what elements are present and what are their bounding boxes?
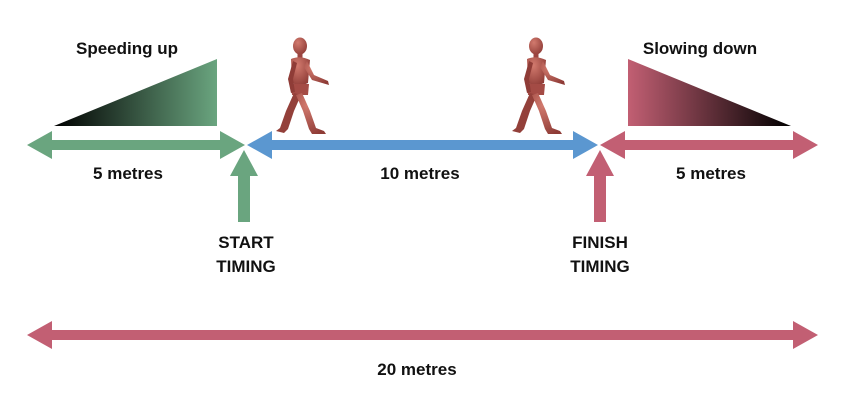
right-5m-arrow	[600, 131, 818, 159]
speeding-up-triangle	[54, 59, 217, 126]
left-5m-arrow	[27, 131, 245, 159]
walking-figure-icon	[512, 37, 565, 134]
middle-segment-label: 10 metres	[380, 164, 459, 183]
middle-10m-arrow	[247, 131, 598, 159]
slowing-down-label: Slowing down	[643, 39, 757, 58]
speeding-up-label: Speeding up	[76, 39, 178, 58]
finish-timing-label-line2: TIMING	[570, 257, 630, 276]
start-timing-label-line2: TIMING	[216, 257, 276, 276]
start-timing-arrow	[230, 150, 258, 222]
finish-timing-arrow	[586, 150, 614, 222]
walking-figure-icon	[276, 37, 329, 134]
finish-timing-label-line1: FINISH	[572, 233, 628, 252]
slowing-down-triangle	[628, 59, 791, 126]
total-20m-arrow	[27, 321, 818, 349]
total-distance-label: 20 metres	[377, 360, 456, 379]
right-segment-label: 5 metres	[676, 164, 746, 183]
start-timing-label-line1: START	[218, 233, 274, 252]
left-segment-label: 5 metres	[93, 164, 163, 183]
